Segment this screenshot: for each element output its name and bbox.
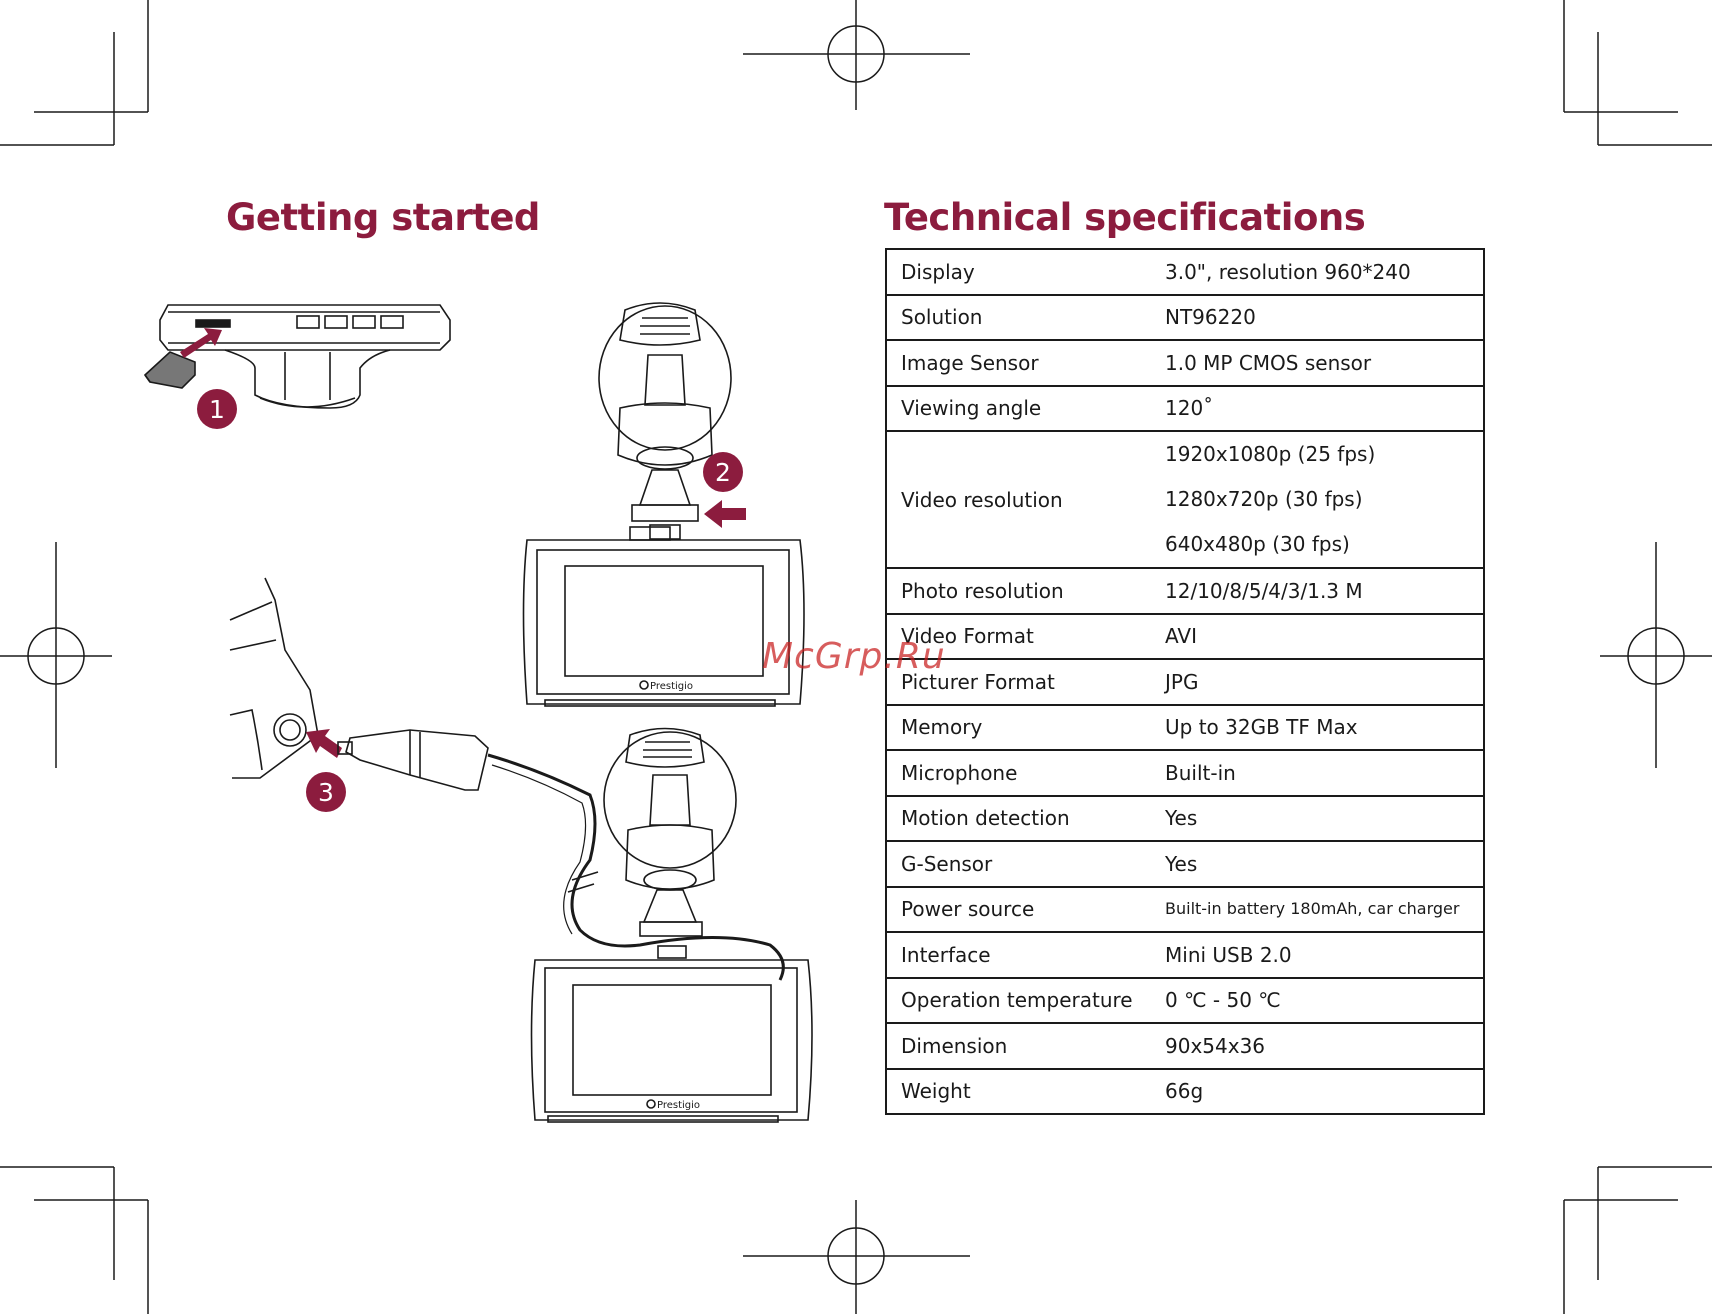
spec-label: Picturer Format	[886, 659, 1151, 706]
car-charger-icon	[337, 729, 785, 981]
watermark: McGrp.Ru	[762, 636, 946, 677]
suction-mount-icon	[603, 727, 737, 959]
suction-mount-icon	[598, 302, 732, 540]
spec-label: Motion detection	[886, 795, 1151, 842]
table-row: Photo resolution 12/10/8/5/4/3/1.3 M	[886, 568, 1484, 615]
registration-mark-icon	[743, 1200, 970, 1314]
spec-value: 120˚	[1151, 385, 1484, 432]
registration-mark-icon	[743, 0, 970, 110]
microsd-card-icon	[143, 351, 196, 389]
spec-label: Microphone	[886, 750, 1151, 797]
arrow-icon	[704, 500, 746, 528]
spec-label: Power source	[886, 886, 1151, 933]
crop-mark-icon	[0, 1166, 149, 1314]
spec-value-line: 1280x720p (30 fps)	[1165, 487, 1363, 511]
spec-value: Up to 32GB TF Max	[1151, 704, 1484, 751]
table-row: Memory Up to 32GB TF Max	[886, 704, 1484, 751]
spec-label: Weight	[886, 1068, 1151, 1115]
step-badge-1: 1	[197, 389, 237, 429]
svg-text:3: 3	[318, 778, 334, 807]
table-row: Picturer Format JPG	[886, 659, 1484, 706]
table-row: Weight 66g	[886, 1068, 1484, 1115]
dashcam-top-view	[159, 304, 451, 409]
table-row: Power source Built-in battery 180mAh, ca…	[886, 886, 1484, 933]
spec-value: 0 ℃ - 50 ℃	[1151, 977, 1484, 1024]
registration-mark-icon	[1600, 542, 1712, 768]
spec-label: Viewing angle	[886, 385, 1151, 432]
spec-label: Operation temperature	[886, 977, 1151, 1024]
spec-value: Built-in	[1151, 750, 1484, 797]
step-badge-3: 3	[306, 772, 346, 812]
crop-mark-icon	[1563, 0, 1712, 146]
technical-specifications-title: Technical specifications	[884, 196, 1366, 239]
getting-started-title: Getting started	[226, 196, 540, 239]
spec-value: Mini USB 2.0	[1151, 932, 1484, 979]
registration-mark-icon	[0, 542, 112, 768]
table-row: Display 3.0", resolution 960*240	[886, 249, 1484, 296]
table-row: Operation temperature 0 ℃ - 50 ℃	[886, 977, 1484, 1024]
brand-label: Prestigio	[650, 681, 693, 692]
car-socket	[229, 577, 319, 779]
svg-text:2: 2	[715, 458, 731, 487]
dashcam-icon: Prestigio	[522, 526, 805, 707]
table-row: Dimension 90x54x36	[886, 1023, 1484, 1070]
crop-mark-icon	[0, 0, 149, 146]
svg-text:1: 1	[209, 395, 225, 424]
spec-value-line: 1920x1080p (25 fps)	[1165, 442, 1376, 466]
spec-value: AVI	[1151, 613, 1484, 660]
table-row: Interface Mini USB 2.0	[886, 932, 1484, 979]
dashcam-icon: Prestigio	[530, 959, 813, 1123]
spec-value: JPG	[1151, 659, 1484, 706]
spec-label: Memory	[886, 704, 1151, 751]
spec-value: NT96220	[1151, 294, 1484, 341]
spec-value: Built-in battery 180mAh, car charger	[1151, 886, 1484, 933]
spec-value: 3.0", resolution 960*240	[1151, 249, 1484, 296]
spec-label: Interface	[886, 932, 1151, 979]
spec-value: 66g	[1151, 1068, 1484, 1115]
spec-label: Display	[886, 249, 1151, 296]
table-row: Video resolution 1920x1080p (25 fps) 128…	[886, 431, 1484, 569]
step-badge-2: 2	[703, 452, 743, 492]
spec-label: Video resolution	[886, 431, 1151, 569]
spec-value: 1920x1080p (25 fps) 1280x720p (30 fps) 6…	[1151, 431, 1484, 569]
table-row: Video Format AVI	[886, 613, 1484, 660]
arrow-icon	[306, 729, 342, 758]
table-row: G-Sensor Yes	[886, 841, 1484, 888]
table-row: Solution NT96220	[886, 294, 1484, 341]
spec-label: Solution	[886, 294, 1151, 341]
spec-value: 1.0 MP CMOS sensor	[1151, 340, 1484, 387]
spec-value: 90x54x36	[1151, 1023, 1484, 1070]
spec-value: Yes	[1151, 841, 1484, 888]
spec-value-line: 640x480p (30 fps)	[1165, 532, 1350, 556]
spec-label: Photo resolution	[886, 568, 1151, 615]
arrow-icon	[180, 328, 222, 358]
spec-value: Yes	[1151, 795, 1484, 842]
spec-label: Image Sensor	[886, 340, 1151, 387]
crop-mark-icon	[1563, 1166, 1712, 1314]
spec-label: Dimension	[886, 1023, 1151, 1070]
table-row: Image Sensor 1.0 MP CMOS sensor	[886, 340, 1484, 387]
brand-label: Prestigio	[657, 1100, 700, 1111]
spec-label: Video Format	[886, 613, 1151, 660]
specs-table: Display 3.0", resolution 960*240 Solutio…	[885, 248, 1485, 1115]
spec-label: G-Sensor	[886, 841, 1151, 888]
table-row: Motion detection Yes	[886, 795, 1484, 842]
table-row: Viewing angle 120˚	[886, 385, 1484, 432]
table-row: Microphone Built-in	[886, 750, 1484, 797]
spec-value: 12/10/8/5/4/3/1.3 M	[1151, 568, 1484, 615]
